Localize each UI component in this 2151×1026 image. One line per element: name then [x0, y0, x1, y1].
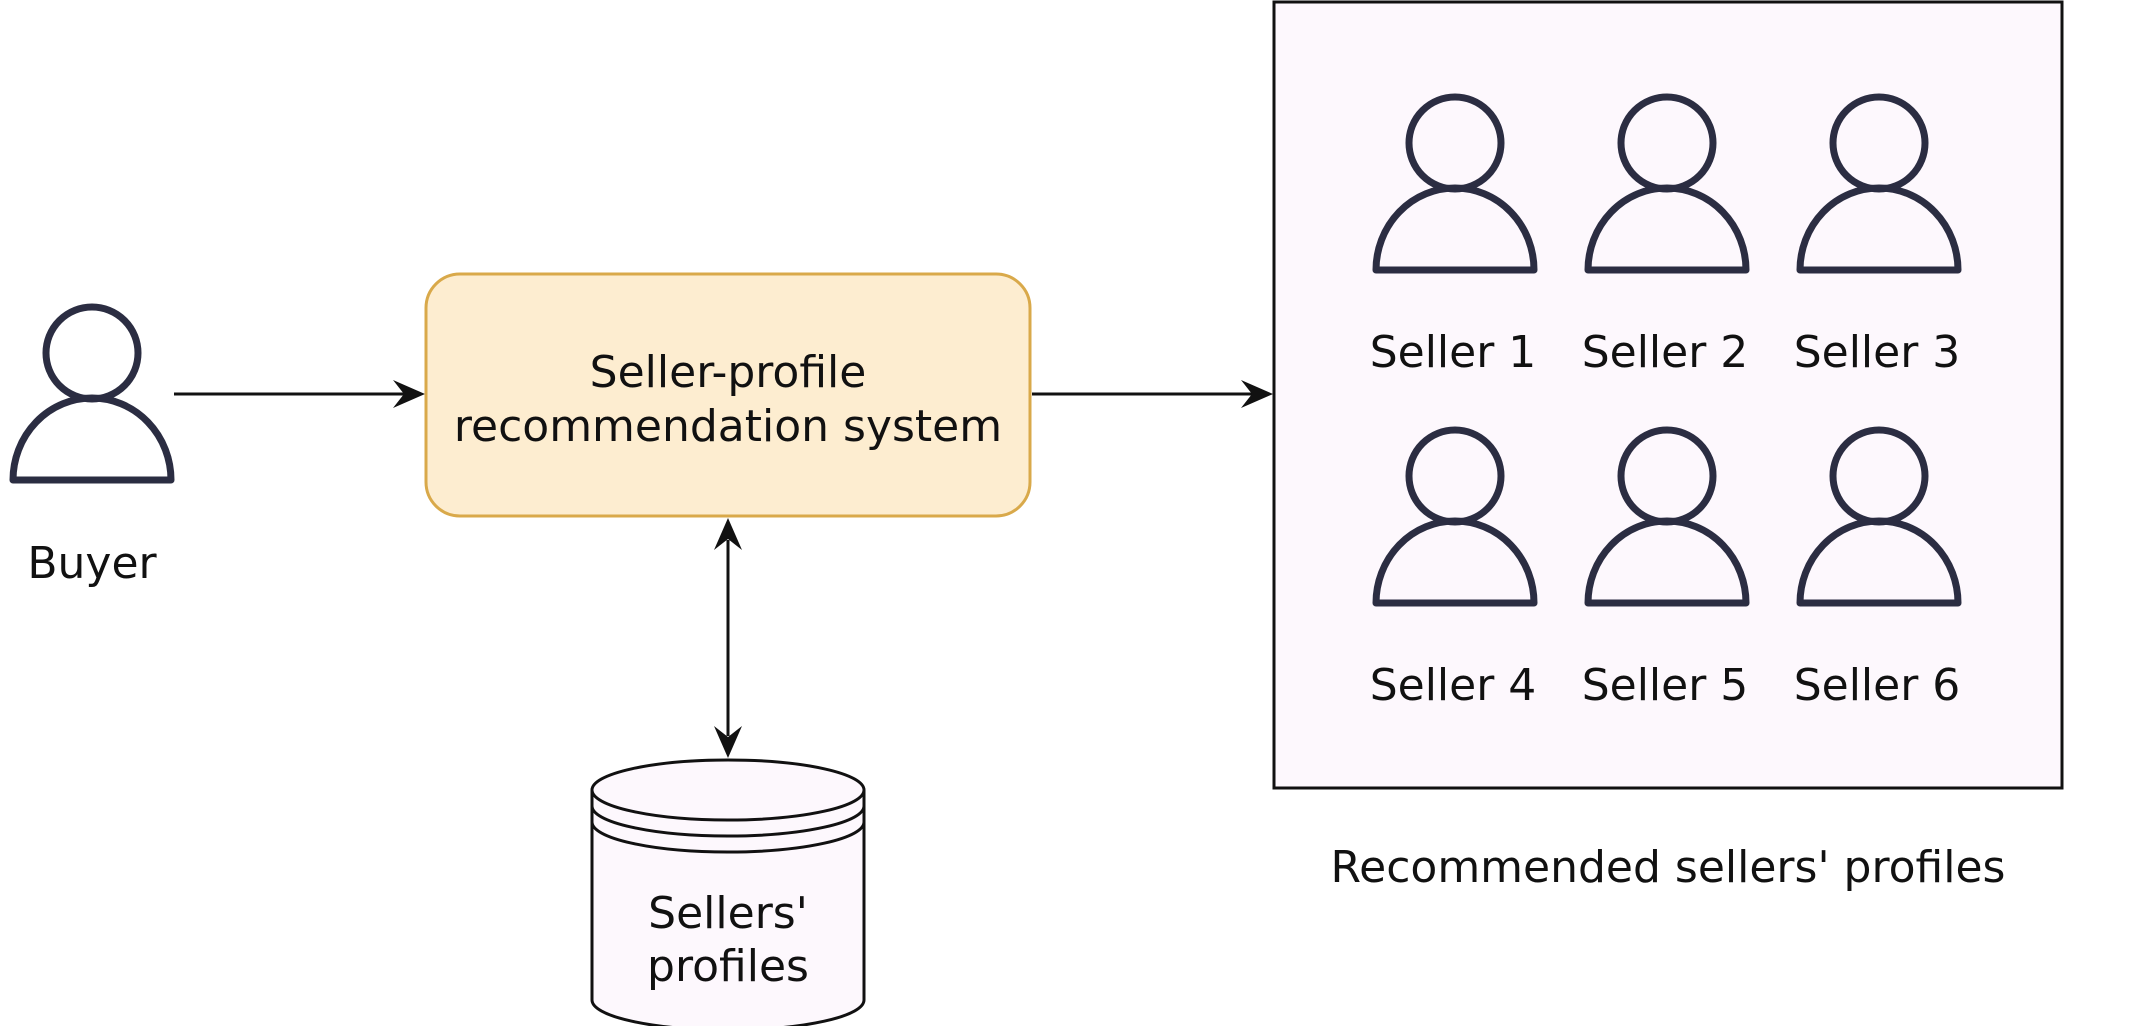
panel-frame	[1272, 0, 2064, 790]
seller-label: Seller 3	[1794, 327, 1961, 378]
seller-card: Seller 1	[1370, 97, 1537, 378]
arrow-buyer-to-system	[174, 380, 425, 408]
seller-card: Seller 4	[1370, 430, 1537, 711]
seller-card: Seller 5	[1582, 430, 1749, 711]
seller-card: Seller 6	[1794, 430, 1961, 711]
buyer: Buyer	[13, 307, 171, 589]
system-box	[424, 272, 1032, 518]
recommended-profiles-caption: Recommended sellers' profiles	[1331, 842, 2006, 893]
seller-label: Seller 1	[1370, 327, 1537, 378]
seller-label: Seller 6	[1794, 660, 1961, 711]
recommended-sellers-panel: Seller 1 Seller 2 Seller 3 Seller 4 Sell…	[1272, 0, 2064, 790]
seller-label: Seller 5	[1582, 660, 1749, 711]
arrow-system-to-recommendations	[1032, 380, 1273, 408]
seller-label: Seller 4	[1370, 660, 1537, 711]
seller-card: Seller 2	[1582, 97, 1749, 378]
recommendation-system: Seller-profile recommendation system	[424, 272, 1032, 518]
system-label-line2: recommendation system	[454, 401, 1002, 452]
seller-label: Seller 2	[1582, 327, 1749, 378]
database-label-line2: profiles	[647, 941, 809, 992]
seller-card: Seller 3	[1794, 97, 1961, 378]
buyer-person-icon	[13, 307, 171, 480]
arrow-system-database	[714, 518, 742, 758]
sellers-profiles-database: Sellers' profiles	[590, 758, 866, 1026]
buyer-label: Buyer	[27, 538, 157, 589]
system-label-line1: Seller-profile	[590, 347, 867, 398]
database-label-line1: Sellers'	[648, 888, 808, 939]
